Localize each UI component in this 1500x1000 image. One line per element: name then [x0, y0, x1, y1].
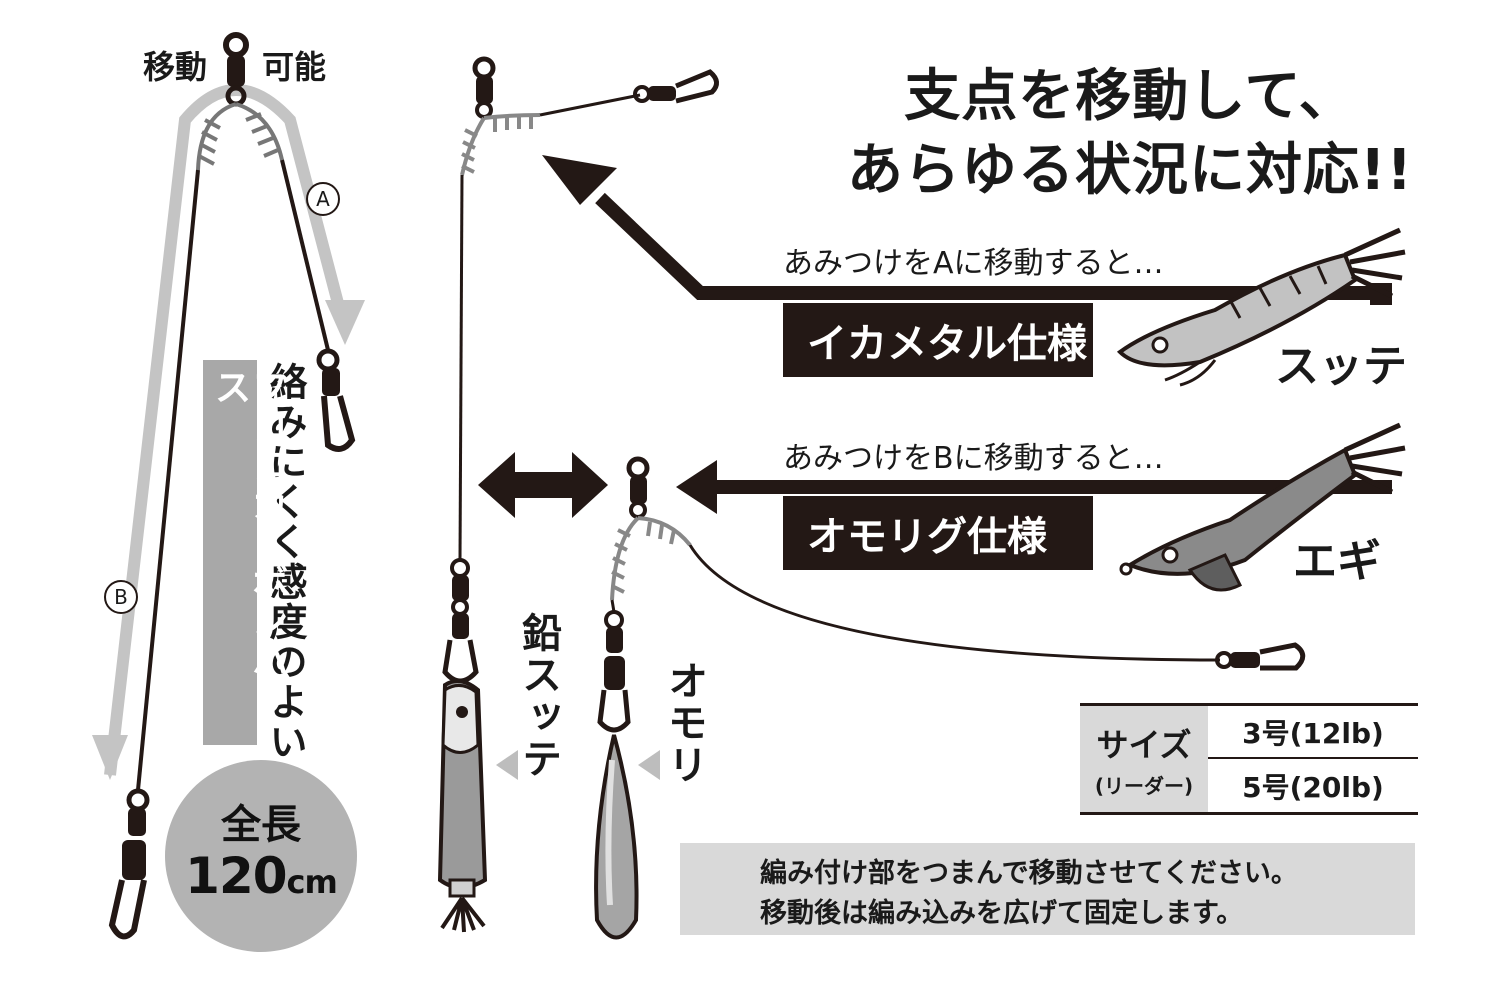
size-table: サイズ (リーダー) 3号(12lb) 5号(20lb) — [1080, 703, 1418, 815]
total-length-badge: 全長 120cm — [165, 760, 357, 952]
sutte-lure-icon — [1116, 227, 1406, 387]
headline-line-1: 支点を移動して、 — [904, 64, 1356, 129]
snap-a — [316, 348, 356, 452]
size-row-2: 5号(20lb) — [1242, 770, 1384, 804]
snap-b — [108, 788, 150, 940]
ikametal-spec-label: イカメタル仕様 — [783, 303, 1093, 377]
leader-material-box: フロロカーボンハリス — [203, 360, 288, 745]
headline: 支点を移動して、 あらゆる状況に対応!! — [820, 60, 1440, 208]
tip-line-2: 移動後は編み込みを広げて固定します。 — [760, 898, 1244, 929]
leader-feature-text: 絡みにくく感度のよい — [263, 362, 307, 762]
size-table-header: サイズ (リーダー) — [1080, 706, 1208, 812]
total-length-label: 全長 — [221, 802, 301, 848]
route-b-note: あみつけをBに移動すると… — [783, 441, 1164, 476]
lead-sutte-label: 鉛スッテ — [515, 612, 561, 780]
leader-line-b — [136, 169, 200, 791]
movable-label-left: 移動 — [143, 48, 208, 86]
egi-label: エギ — [1293, 536, 1381, 587]
sinker-label: オモリ — [661, 660, 707, 786]
tip-box: 編み付け部をつまんで移動させてください。 移動後は編み込みを広げて固定します。 — [680, 843, 1415, 935]
size-header-main: サイズ — [1096, 725, 1192, 764]
total-length-unit: cm — [286, 863, 338, 901]
switch-double-arrow — [478, 452, 608, 518]
marker-b: B — [104, 580, 138, 614]
size-header-sub: (リーダー) — [1094, 773, 1194, 798]
sinker-rig — [594, 456, 1306, 940]
movable-label-right: 可能 — [262, 48, 327, 86]
leader-line-a — [280, 159, 330, 351]
marker-a: A — [306, 182, 340, 216]
headline-line-2: あらゆる状況に対応!! — [846, 138, 1414, 203]
sutte-label: スッテ — [1275, 341, 1407, 392]
leader-material-text: フロロカーボンハリス — [208, 368, 288, 719]
size-row-1: 3号(12lb) — [1208, 706, 1418, 759]
tip-line-1: 編み付け部をつまんで移動させてください。 — [760, 858, 1298, 889]
pointer-lead-sutte — [496, 750, 518, 780]
total-length-value-row: 120cm — [185, 847, 338, 910]
top-swivel — [223, 32, 249, 107]
knot-coil-left — [196, 102, 284, 171]
route-a-note: あみつけをAに移動すると… — [783, 246, 1164, 281]
omorig-spec-label: オモリグ仕様 — [783, 496, 1093, 570]
lead-sutte-rig — [437, 56, 719, 933]
pointer-sinker — [638, 750, 660, 780]
total-length-value: 120 — [185, 847, 287, 905]
egi-lure-icon — [1119, 422, 1406, 592]
